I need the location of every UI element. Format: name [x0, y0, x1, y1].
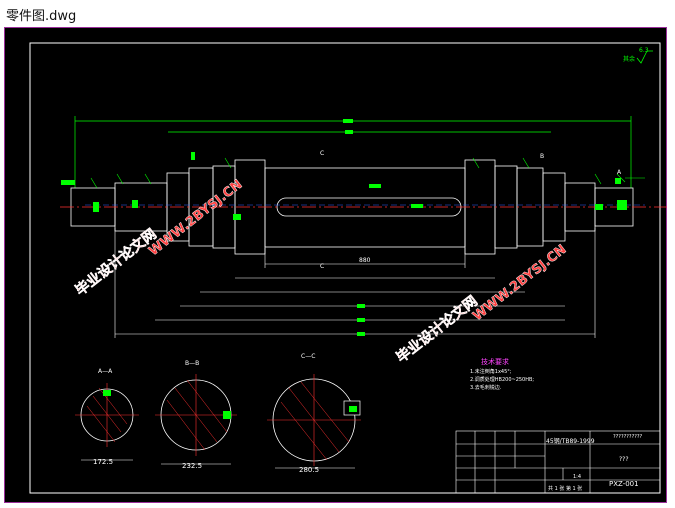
section-c-c: C—C 280.5 — [267, 353, 361, 474]
watermark-1: 毕业设计论文网 — [72, 225, 160, 299]
drawing-border — [29, 42, 661, 494]
title-block-part-name: ??? — [619, 456, 629, 463]
dim-tick-top2 — [345, 130, 353, 134]
section-mark-b: B — [540, 153, 544, 160]
leader-lines — [90, 157, 645, 189]
section-mark-a: A — [617, 169, 622, 176]
svg-text:A—A: A—A — [98, 368, 113, 375]
svg-text:B—B: B—B — [185, 360, 199, 367]
section-a-dim: 172.5 — [93, 458, 113, 466]
svg-text:技术要求: 技术要求 — [481, 357, 509, 366]
section-mark-c-top: C — [320, 150, 324, 157]
dim-tick-bottom3 — [357, 332, 365, 336]
title-block-standard: 45钢/TB89-1999 — [546, 437, 595, 445]
svg-text:WWW.2BYSJ.CN: WWW.2BYSJ.CN — [146, 177, 245, 259]
top-dimensions — [74, 116, 632, 188]
svg-text:1.未注倒角1x45°;: 1.未注倒角1x45°; — [470, 368, 512, 375]
section-c-dim: 280.5 — [299, 466, 319, 474]
roughness-symbol: 其余 6.3 — [623, 47, 653, 64]
section-mark-c-bottom: C — [320, 263, 324, 270]
watermark-2: WWW.2BYSJ.CN — [146, 177, 246, 259]
dim-tick-bottom2 — [357, 318, 365, 322]
section-b-b: B—B 232.5 — [155, 360, 237, 470]
svg-text:2.调质处理HB200~250HB;: 2.调质处理HB200~250HB; — [470, 376, 534, 383]
dim-tick-bottom1 — [357, 304, 365, 308]
title-block-scale: 1:4 — [573, 474, 581, 480]
title-block-company: ??????????? — [613, 434, 643, 440]
title-block-sheets: 共 1 张 第 1 张 — [548, 485, 582, 492]
title-block-drawing-no: PXZ-001 — [609, 480, 639, 488]
dim-tick-top — [343, 119, 353, 123]
svg-text:毕业设计论文网: 毕业设计论文网 — [72, 225, 160, 299]
file-title: 零件图.dwg — [6, 9, 77, 24]
window-titlebar: 零件图.dwg — [0, 0, 675, 26]
svg-text:其余: 其余 — [623, 55, 635, 63]
svg-text:C—C: C—C — [301, 353, 315, 360]
dim-center-length: 880 — [359, 257, 371, 264]
cad-drawing[interactable]: 其余 6.3 — [5, 28, 667, 502]
watermark-3: 毕业设计论文网 — [393, 292, 481, 366]
section-b-dim: 232.5 — [182, 462, 202, 470]
svg-text:3.去毛刺锐边.: 3.去毛刺锐边. — [470, 384, 502, 391]
shaft-markers — [61, 152, 627, 220]
technical-requirements: 技术要求 1.未注倒角1x45°; 2.调质处理HB200~250HB; 3.去… — [470, 357, 534, 391]
bottom-dimensions — [114, 228, 596, 338]
svg-text:6.3: 6.3 — [639, 47, 649, 54]
section-a-a: A—A 172.5 — [75, 368, 139, 466]
svg-text:毕业设计论文网: 毕业设计论文网 — [393, 292, 481, 366]
title-block — [455, 430, 661, 494]
